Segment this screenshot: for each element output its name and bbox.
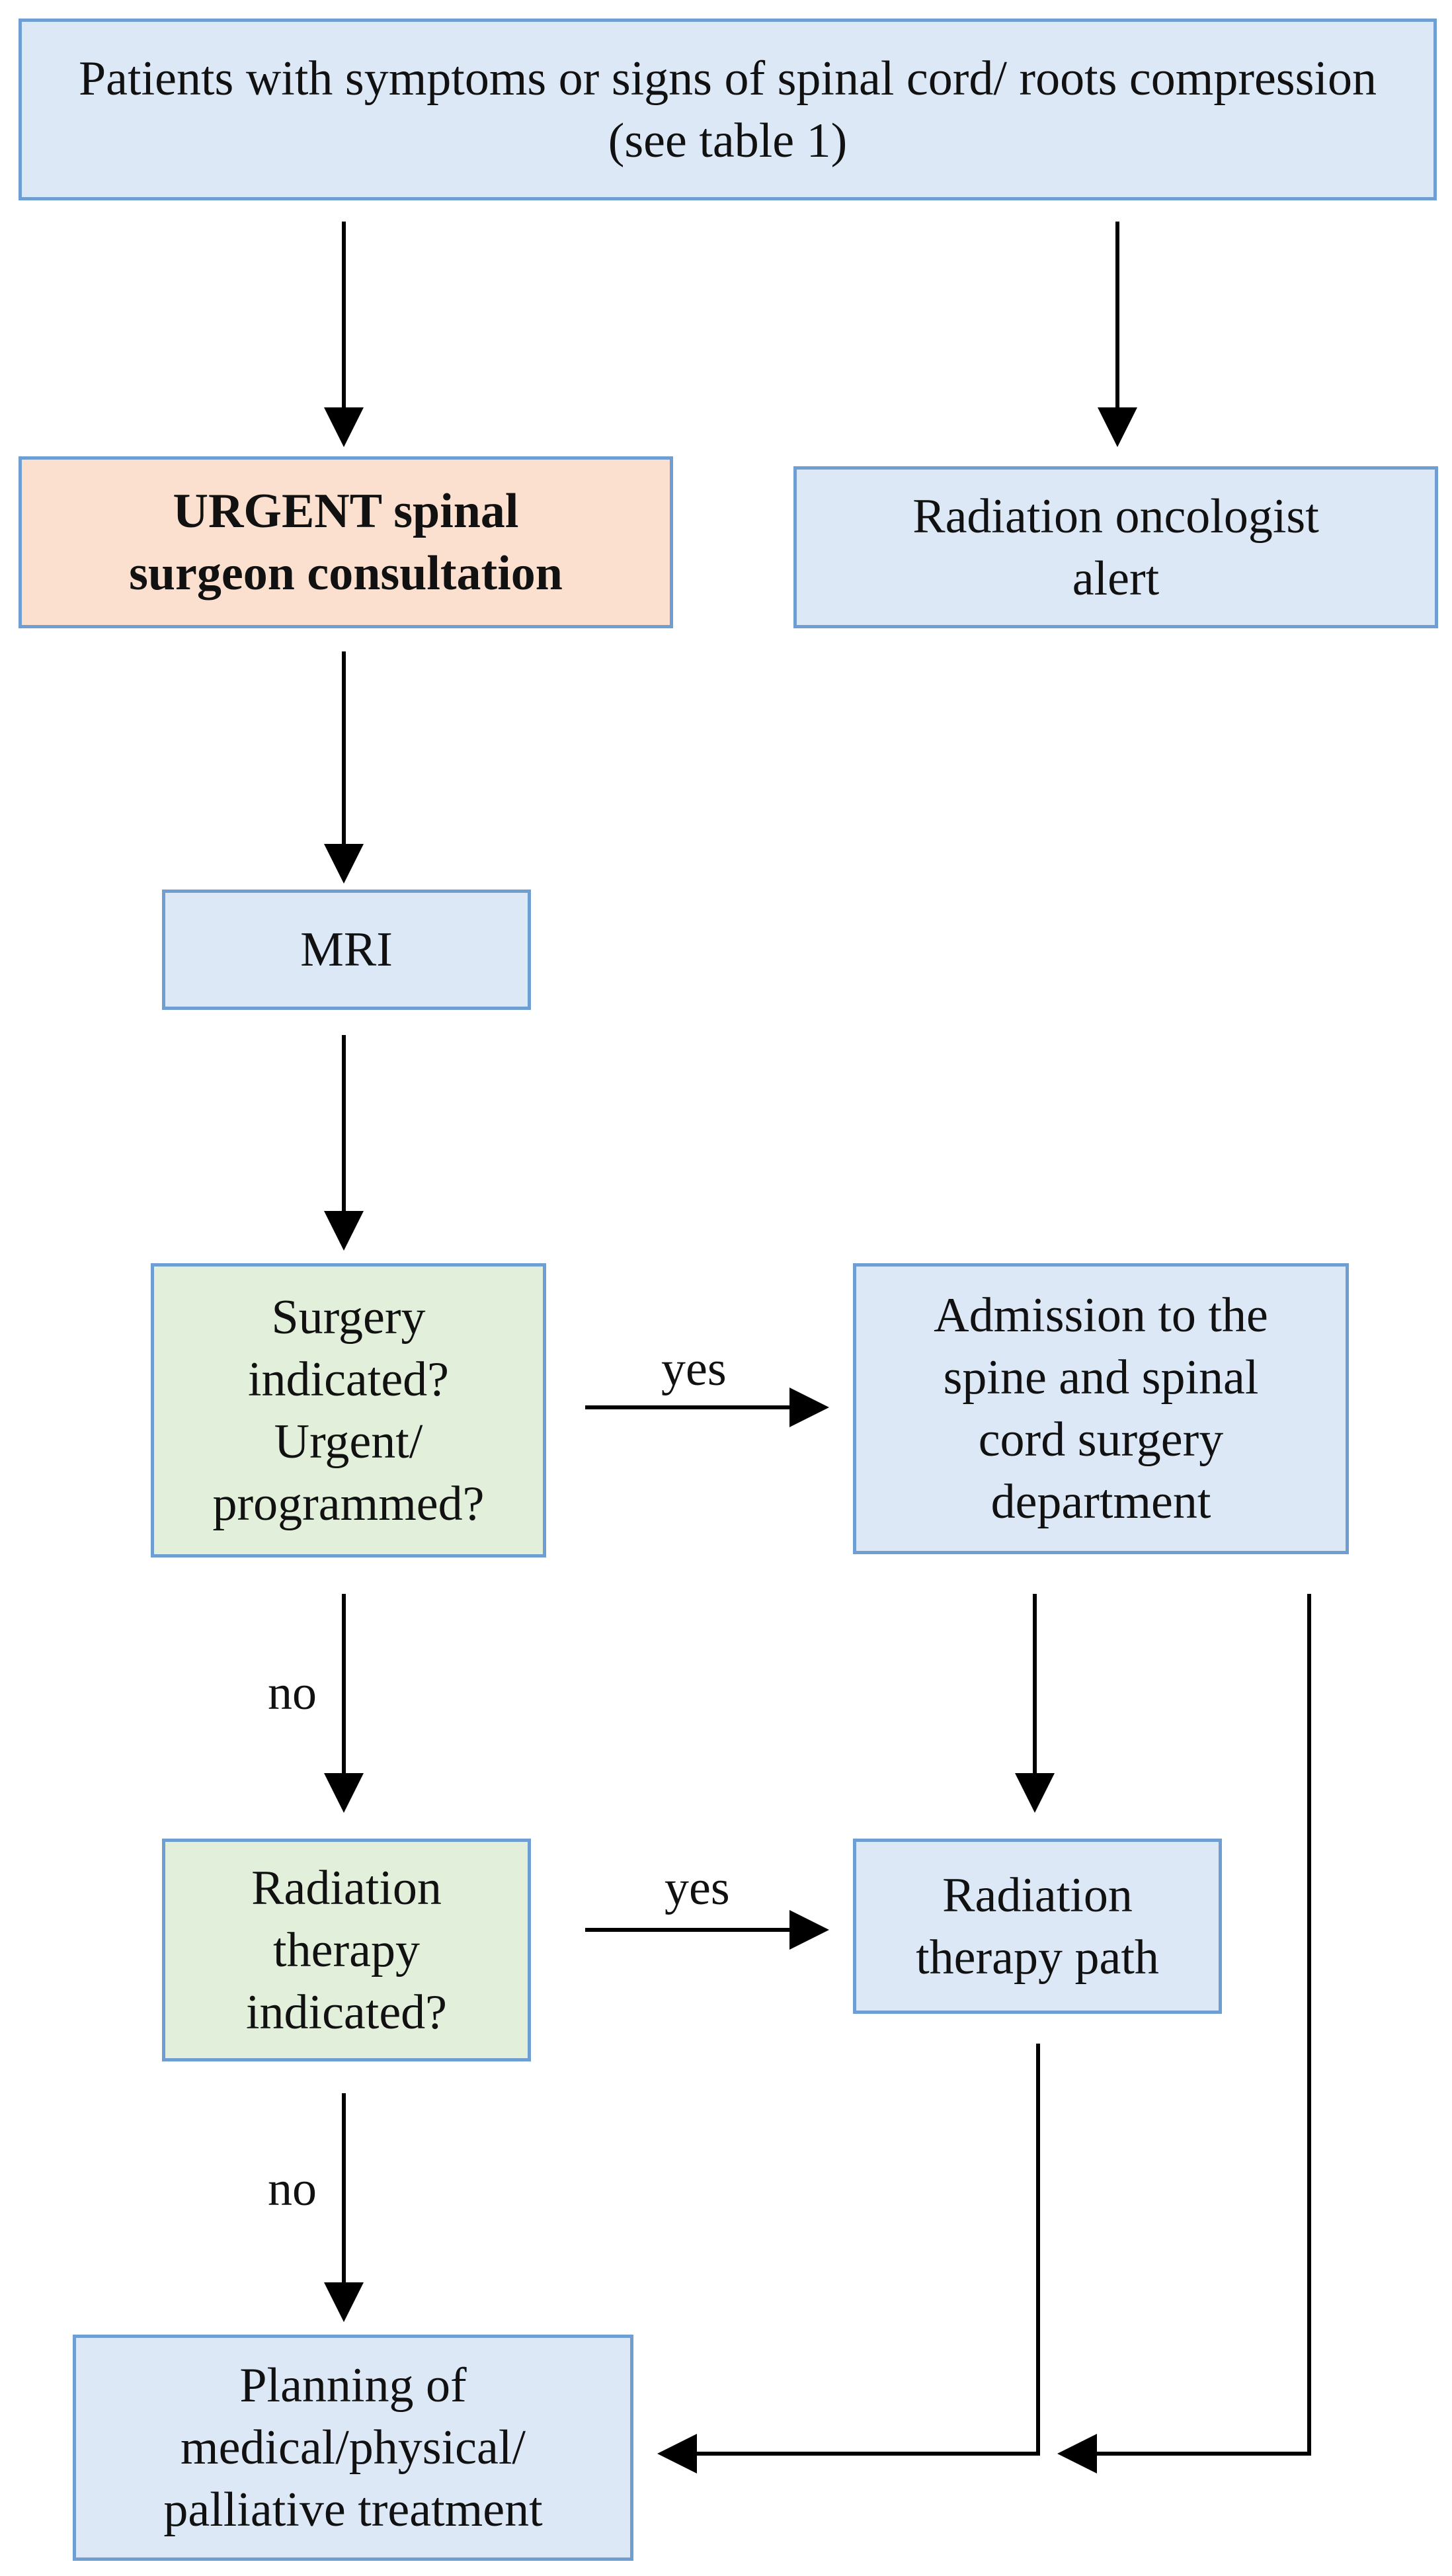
- surgery-decision-line1: Surgery: [271, 1290, 426, 1345]
- radiation-alert-label-line2: alert: [1072, 551, 1160, 606]
- surgery-yes-label: yes: [661, 1342, 727, 1396]
- planning-line3: palliative treatment: [163, 2483, 543, 2537]
- mri-node: MRI: [162, 890, 531, 1010]
- surgery-no-label: no: [268, 1666, 317, 1720]
- arrow-admission-to-planning: [1057, 1594, 1311, 2473]
- radiation-decision-line1: Radiation: [251, 1860, 442, 1915]
- radiation-decision-node: Radiation therapy indicated?: [162, 1839, 531, 2061]
- planning-node: Planning of medical/physical/ palliative…: [73, 2335, 633, 2561]
- surgery-decision-line4: programmed?: [212, 1476, 485, 1531]
- start-node-label: Patients with symptoms or signs of spina…: [79, 51, 1377, 168]
- admission-line2: spine and spinal: [943, 1350, 1259, 1405]
- admission-line1: Admission to the: [934, 1288, 1268, 1343]
- urgent-consultation-label-line2: surgeon consultation: [129, 546, 563, 601]
- admission-node: Admission to the spine and spinal cord s…: [853, 1263, 1349, 1554]
- urgent-consultation-node: URGENT spinal surgeon consultation: [19, 456, 673, 628]
- surgery-decision-node: Surgery indicated? Urgent/ programmed?: [151, 1263, 546, 1558]
- mri-label: MRI: [300, 923, 393, 977]
- radiation-path-line1: Radiation: [942, 1868, 1133, 1923]
- admission-line3: cord surgery: [978, 1413, 1224, 1467]
- urgent-consultation-label-line1: URGENT spinal: [173, 484, 519, 538]
- radiation-decision-line2: therapy: [273, 1923, 420, 1977]
- admission-line4: department: [990, 1475, 1211, 1529]
- surgery-decision-line2: indicated?: [247, 1352, 450, 1407]
- radiation-decision-line3: indicated?: [245, 1985, 448, 2040]
- radiation-path-node: Radiation therapy path: [853, 1839, 1222, 2014]
- planning-line2: medical/physical/: [181, 2421, 526, 2475]
- start-node: Patients with symptoms or signs of spina…: [19, 19, 1437, 200]
- surgery-decision-line3: Urgent/: [274, 1414, 423, 1469]
- radiation-yes-label: yes: [665, 1861, 730, 1915]
- radiation-path-line2: therapy path: [916, 1930, 1159, 1985]
- radiation-alert-label-line1: Radiation oncologist: [912, 489, 1319, 544]
- radiation-no-label: no: [268, 2162, 317, 2216]
- radiation-alert-node: Radiation oncologist alert: [793, 466, 1438, 628]
- arrow-radiation-path-to-planning: [657, 2044, 1040, 2473]
- planning-line1: Planning of: [239, 2358, 467, 2413]
